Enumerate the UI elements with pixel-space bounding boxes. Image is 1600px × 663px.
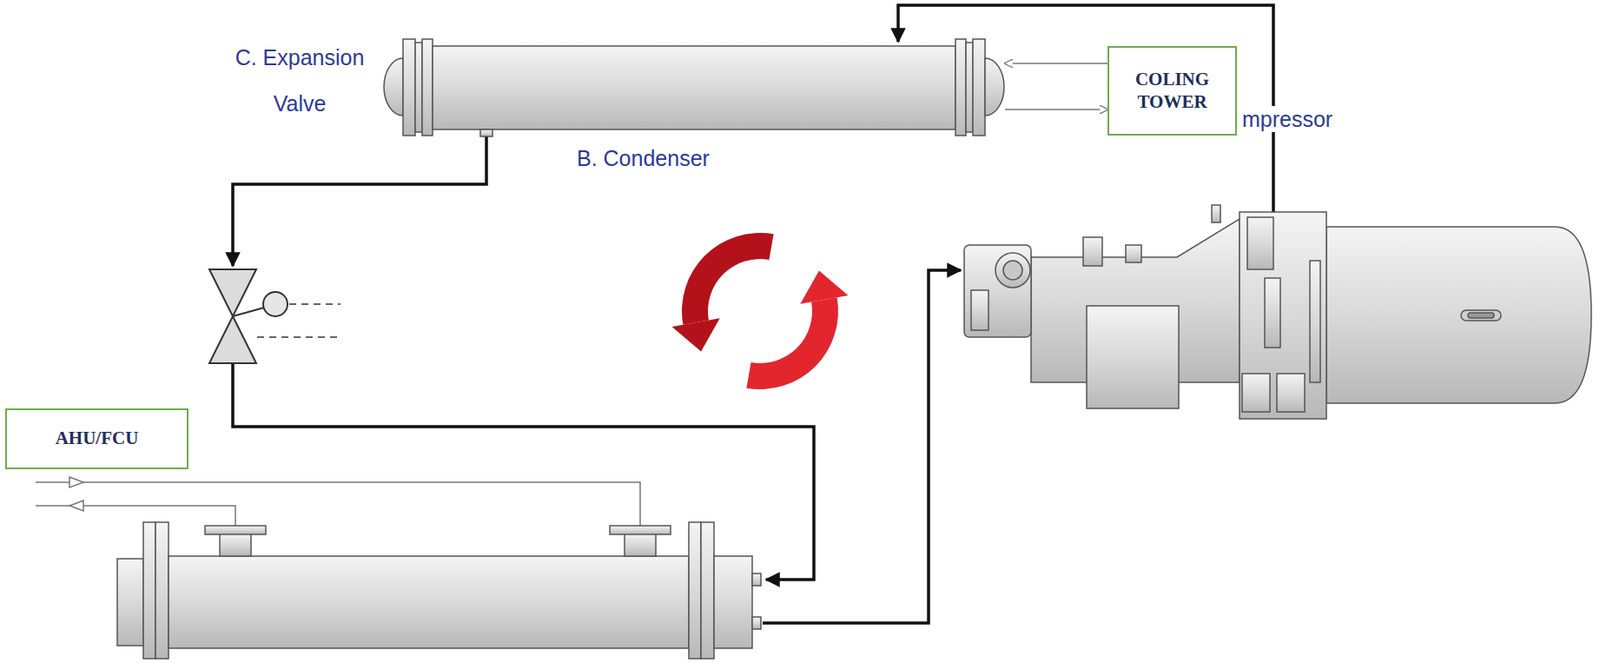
condenser-outline [382,39,1005,136]
cycle-arrows [672,232,849,390]
cooling-tower-box: COLING TOWER [1107,46,1237,136]
water-connector [1004,62,1108,65]
cycle-arrow-band [746,297,839,390]
condenser-shell: B. Condenser [382,39,1005,136]
component-label: C. Expansion Valve [217,34,383,127]
cycle-arrow-head [800,270,848,304]
box-label: AHU/FCU [55,427,139,450]
water-connector [1004,108,1108,111]
ahu-fcu-box: AHU/FCU [5,408,189,470]
cycle-arrow-head [672,317,721,351]
refrigerant-line [232,5,1274,623]
compressor-illustration [964,204,1592,419]
cycle-arrow-band [681,232,774,325]
box-label: COLING TOWER [1120,68,1225,113]
evaporator-shell [117,522,761,659]
component-label: mpressor [1240,105,1335,133]
part-label: B. Condenser [576,145,710,172]
expansion-valve-symbol [209,269,341,364]
chilled-water-line [35,476,641,526]
